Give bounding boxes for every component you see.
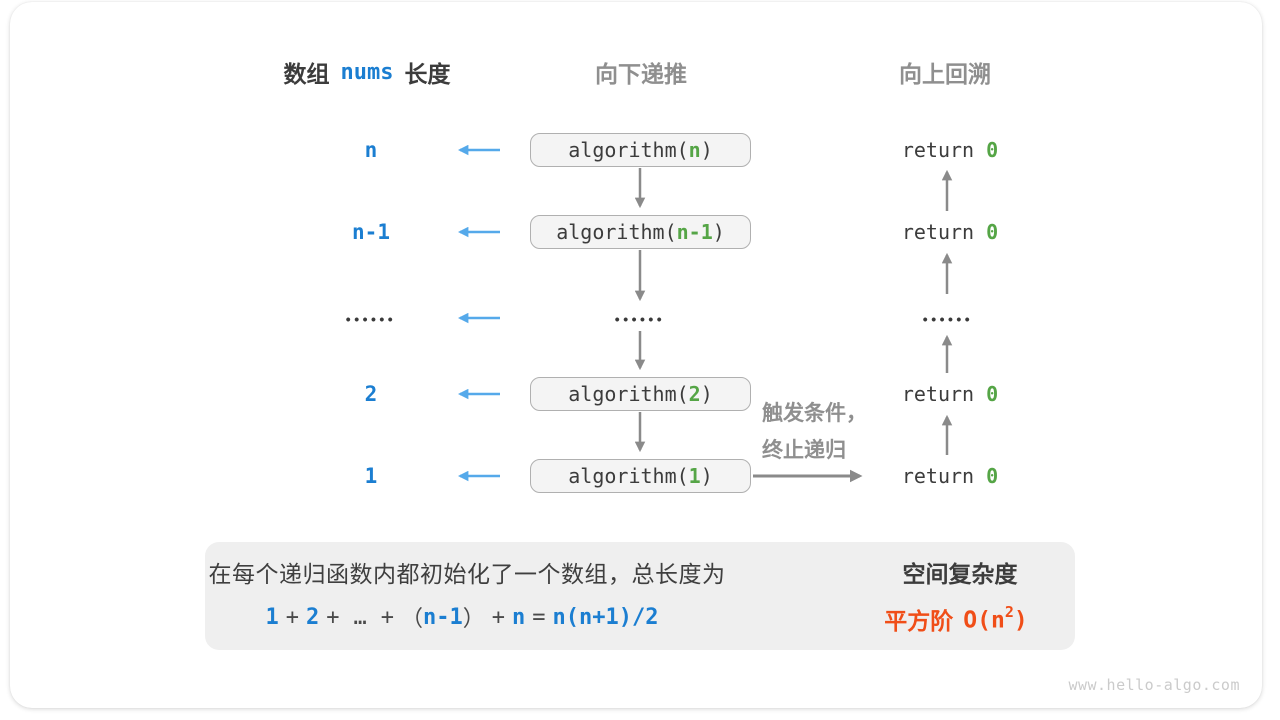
- return-ellipsis: ••••••: [922, 311, 974, 327]
- return-value: 0: [986, 382, 999, 406]
- call-close: ): [712, 220, 725, 244]
- call-close: ): [700, 138, 713, 162]
- return-value: 0: [986, 220, 999, 244]
- return-statement-4: return 0: [902, 464, 998, 488]
- big-o-notation: O(n2): [963, 602, 1028, 634]
- call-ellipsis: ••••••: [614, 311, 666, 327]
- column-header-backtrack-up: 向上回溯: [899, 61, 991, 87]
- call-arg: n-1: [676, 220, 713, 244]
- call-box-n: algorithm(n): [530, 133, 751, 167]
- array-length-suffix: 长度: [404, 61, 451, 87]
- call-open: algorithm(: [556, 220, 677, 244]
- trigger-note-line2: 终止递归: [762, 439, 846, 462]
- formula-term-3: n-1: [423, 604, 463, 630]
- formula-term-2: 2: [306, 604, 320, 630]
- column-header-recurse-down: 向下递推: [595, 61, 687, 87]
- summary-formula: 1+2+…+（n-1）+n=n(n+1)/2: [266, 601, 659, 633]
- complexity-order-label: 平方阶: [884, 608, 954, 634]
- trigger-note: 触发条件， 终止递归: [762, 395, 867, 469]
- space-complexity-title: 空间复杂度: [902, 561, 1018, 587]
- return-keyword: return: [901, 382, 975, 406]
- trigger-note-line1: 触发条件，: [762, 402, 867, 425]
- return-value: 0: [986, 138, 999, 162]
- formula-plus: +: [285, 604, 299, 630]
- return-keyword: return: [901, 138, 975, 162]
- call-arg: 2: [688, 382, 701, 406]
- formula-open-paren: （: [401, 607, 424, 632]
- formula-plus: +: [380, 604, 394, 630]
- big-o-close: ): [1013, 607, 1028, 634]
- length-label-ellipsis: ••••••: [345, 311, 397, 327]
- return-value: 0: [986, 464, 999, 488]
- length-label-n-1: n-1: [352, 220, 390, 244]
- call-box-n-1: algorithm(n-1): [530, 215, 751, 249]
- formula-result-term: n(n+1)/2: [552, 604, 659, 630]
- call-open: algorithm(: [568, 138, 689, 162]
- call-close: ): [700, 382, 713, 406]
- nums-code-label: nums: [340, 59, 394, 85]
- formula-plus: +: [491, 604, 506, 630]
- formula-ellipsis: …: [353, 604, 367, 630]
- formula-plus: +: [326, 604, 340, 630]
- return-keyword: return: [901, 220, 975, 244]
- return-statement-2: return 0: [902, 220, 998, 244]
- call-close: ): [700, 464, 713, 488]
- call-open: algorithm(: [568, 464, 689, 488]
- return-statement-3: return 0: [902, 382, 998, 406]
- formula-term-4: n: [512, 604, 526, 630]
- return-keyword: return: [901, 464, 975, 488]
- call-arg: 1: [688, 464, 701, 488]
- formula-close-paren: ）: [462, 607, 485, 632]
- length-label-1: 1: [364, 464, 378, 488]
- length-label-2: 2: [364, 382, 378, 406]
- length-label-n: n: [364, 138, 378, 162]
- big-o-open: O(n: [963, 607, 1005, 634]
- watermark: www.hello-algo.com: [1068, 676, 1240, 694]
- call-box-1: algorithm(1): [530, 459, 751, 493]
- big-o-exponent: 2: [1004, 602, 1014, 621]
- formula-term-1: 1: [265, 604, 279, 630]
- summary-panel: [205, 542, 1075, 650]
- array-length-prefix: 数组: [283, 61, 330, 87]
- column-header-array-length: 数组 nums 长度: [284, 55, 451, 89]
- call-arg: n: [688, 138, 701, 162]
- call-box-2: algorithm(2): [530, 377, 751, 411]
- summary-text: 在每个递归函数内都初始化了一个数组，总长度为: [208, 561, 726, 587]
- space-complexity-value: 平方阶 O(n2): [884, 602, 1027, 636]
- return-statement-1: return 0: [902, 138, 998, 162]
- call-open: algorithm(: [568, 382, 689, 406]
- formula-equals: =: [532, 604, 546, 630]
